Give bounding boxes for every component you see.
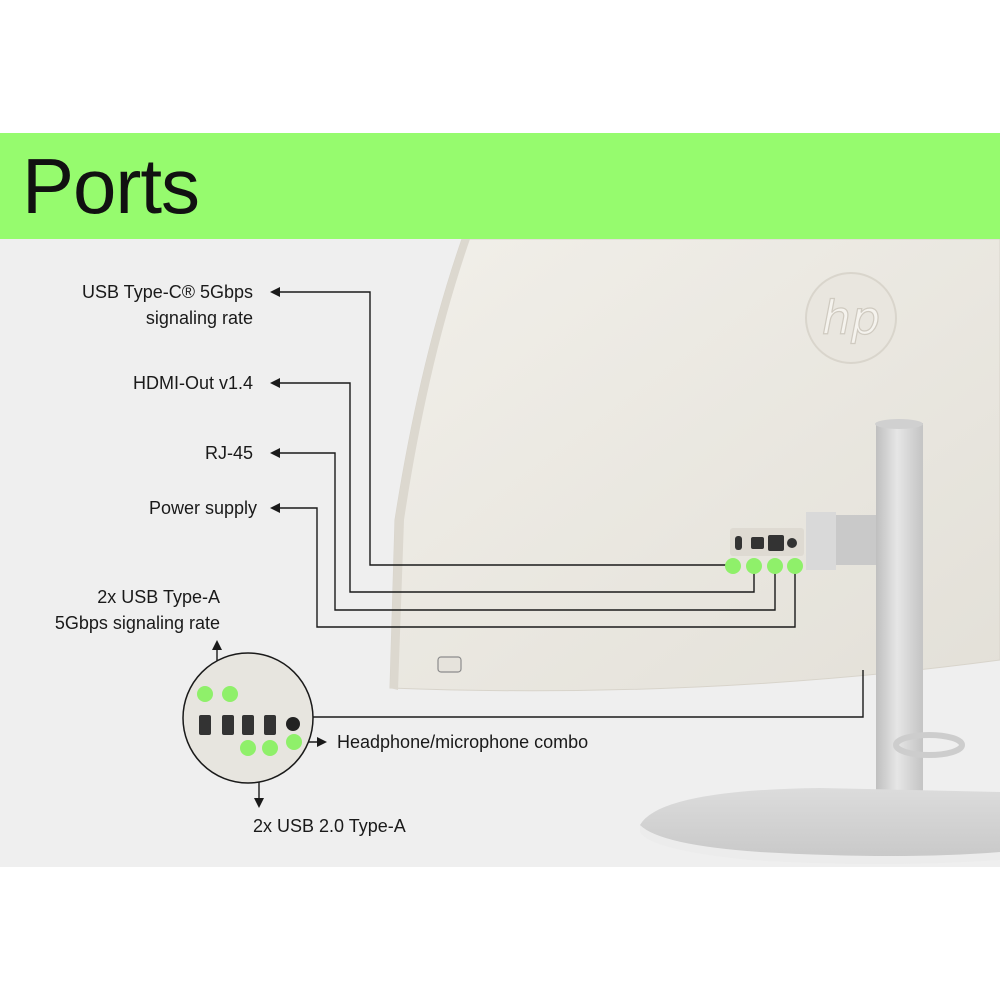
highlight-dot-usb-a-2: [222, 686, 238, 702]
label-usb-c-line1: USB Type-C® 5Gbps: [82, 282, 253, 302]
arrow-usb-a: [212, 640, 222, 650]
rj45-port: [768, 535, 784, 551]
highlight-dot-hdmi: [746, 558, 762, 574]
usb2-port-2: [264, 715, 276, 735]
highlight-dot-usb-c: [725, 558, 741, 574]
side-ports-zoom: [182, 652, 314, 784]
label-usb-a-line1: 2x USB Type-A: [97, 587, 220, 607]
callout-line-power: [272, 507, 796, 628]
stand-pole: [876, 423, 923, 828]
callout-line-usb-c: [272, 291, 733, 566]
hp-logo: hp: [805, 272, 897, 364]
callout-lines: [204, 291, 864, 804]
monitor-edge: [390, 239, 470, 690]
usb-a-port-2: [222, 715, 234, 735]
callout-line-rj45: [272, 452, 776, 611]
usb2-port-1: [242, 715, 254, 735]
arrow-usb-c: [270, 287, 280, 297]
highlight-dot-rj45: [767, 558, 783, 574]
label-headphone: Headphone/microphone combo: [337, 732, 589, 752]
arrow-power: [270, 503, 280, 513]
label-usb-c: USB Type-C® 5Gbps signaling rate: [82, 279, 253, 331]
hp-logo-text: hp: [822, 291, 880, 345]
callout-line-hdmi: [272, 382, 755, 593]
callout-arrows: [212, 287, 327, 808]
arrow-headphone: [317, 737, 327, 747]
stand-base: [640, 788, 1000, 861]
label-usb-a-line2: 5Gbps signaling rate: [54, 613, 220, 633]
hdmi-port: [751, 537, 764, 549]
label-rj45: RJ-45: [204, 443, 253, 463]
highlight-dot-usb2-1: [240, 740, 256, 756]
label-usb-c-line2: signaling rate: [145, 308, 253, 328]
page-title: Ports: [22, 142, 200, 230]
arrow-usb2: [254, 798, 264, 808]
callout-line-headphone-stand: [310, 670, 864, 718]
label-usb-a: 2x USB Type-A 5Gbps signaling rate: [55, 584, 220, 636]
label-usb2: 2x USB 2.0 Type-A: [253, 816, 406, 836]
title-banner: [0, 133, 1000, 239]
usb-c-port: [735, 536, 742, 550]
arrow-rj45: [270, 448, 280, 458]
highlight-dot-power: [787, 558, 803, 574]
highlight-dot-usb2-2: [262, 740, 278, 756]
headphone-jack: [286, 717, 300, 731]
cable-ring: [893, 732, 965, 758]
usb-a-port-1: [199, 715, 211, 735]
power-port: [787, 538, 797, 548]
rear-port-cluster: [730, 528, 804, 556]
highlight-dot-headphone: [286, 734, 302, 750]
highlight-dot-usb-a-1: [197, 686, 213, 702]
label-hdmi: HDMI-Out v1.4: [132, 373, 253, 393]
label-power: Power supply: [148, 498, 257, 518]
arrow-hdmi: [270, 378, 280, 388]
power-button: [437, 656, 462, 673]
